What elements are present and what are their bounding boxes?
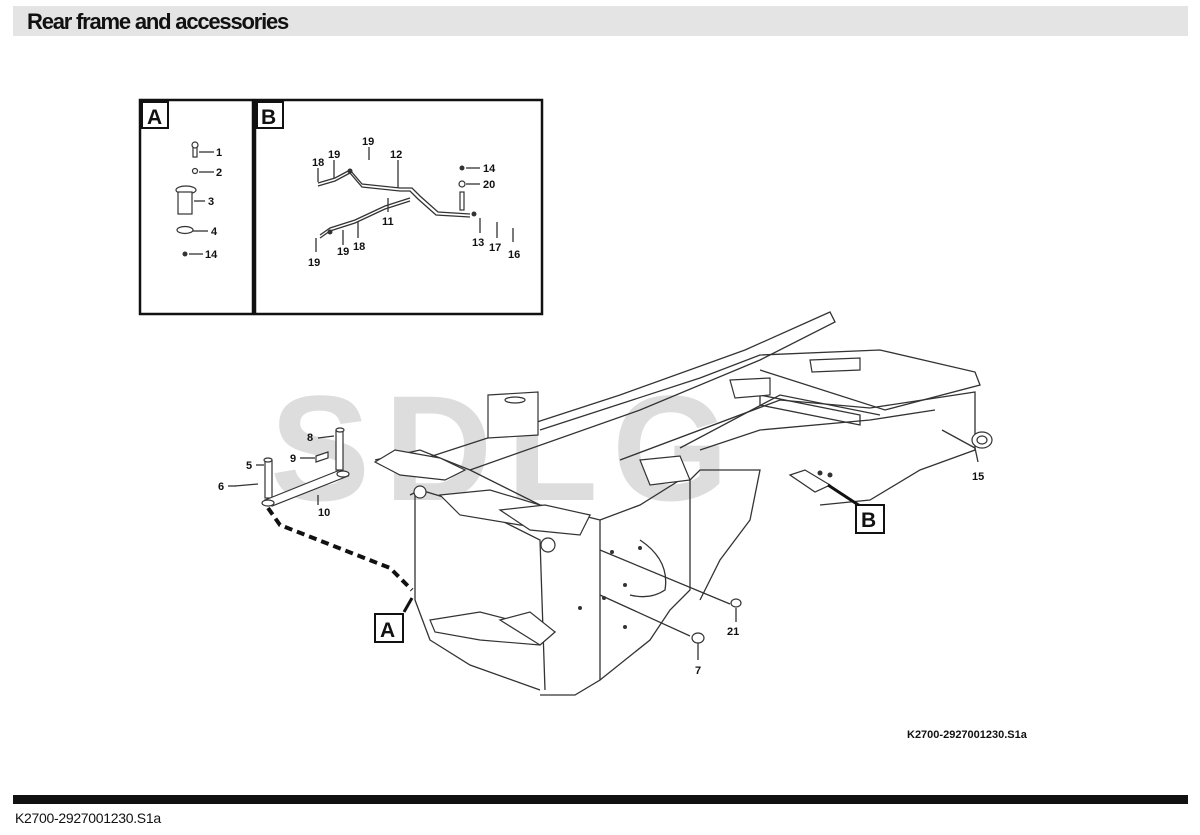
callout-a-3: 3 xyxy=(208,196,214,208)
callout-b-11: 11 xyxy=(382,216,394,228)
callout-8: 8 xyxy=(307,432,313,444)
callout-21: 21 xyxy=(727,626,739,638)
callout-a-14: 14 xyxy=(205,249,218,261)
callout-b-14: 14 xyxy=(483,163,496,175)
detail-a-parts xyxy=(175,141,199,257)
callout-b-17: 17 xyxy=(489,242,501,254)
pointer-a: A xyxy=(374,613,404,643)
main-hardware xyxy=(234,427,993,644)
callout-10: 10 xyxy=(318,507,330,519)
callout-b-20: 20 xyxy=(483,179,495,191)
detail-box-b: B 18 19 xyxy=(253,98,544,316)
callout-9: 9 xyxy=(290,453,296,465)
callout-b-19-bottom: 19 xyxy=(337,246,349,258)
footer-bar xyxy=(13,795,1188,804)
callout-15: 15 xyxy=(972,471,984,483)
callout-a-4: 4 xyxy=(211,226,218,238)
callout-b-18-top: 18 xyxy=(312,157,324,169)
detail-b-leaders xyxy=(315,147,514,252)
callout-a-2: 2 xyxy=(216,167,222,179)
callout-b-19-top-left: 19 xyxy=(328,149,340,161)
callout-6: 6 xyxy=(218,481,224,493)
detail-a-label: A xyxy=(147,106,162,129)
callout-5: 5 xyxy=(246,460,252,472)
pointer-b: B xyxy=(855,504,885,534)
rear-frame-drawing xyxy=(266,311,981,696)
callout-7: 7 xyxy=(695,665,701,677)
callout-b-12: 12 xyxy=(390,149,402,161)
callout-b-19-top: 19 xyxy=(362,136,374,148)
header-bar: Rear frame and accessories xyxy=(13,6,1188,36)
detail-b-tubes xyxy=(317,165,477,239)
callout-b-19-bottom-left: 19 xyxy=(308,257,320,269)
main-leaders xyxy=(228,429,979,660)
page-title: Rear frame and accessories xyxy=(27,9,289,34)
callout-b-13: 13 xyxy=(472,237,484,249)
figure-code: K2700-2927001230.S1a xyxy=(907,729,1028,741)
detail-b-label: B xyxy=(261,106,276,129)
callout-a-1: 1 xyxy=(216,147,222,159)
pointer-b-label: B xyxy=(861,509,876,532)
detail-box-a: A 1 2 3 4 14 xyxy=(138,98,255,316)
footer-code: K2700-2927001230.S1a xyxy=(15,810,161,826)
pointer-a-label: A xyxy=(380,619,395,642)
callout-b-16: 16 xyxy=(508,249,520,261)
callout-b-18-bottom: 18 xyxy=(353,241,365,253)
detail-a-leaders xyxy=(189,151,214,255)
